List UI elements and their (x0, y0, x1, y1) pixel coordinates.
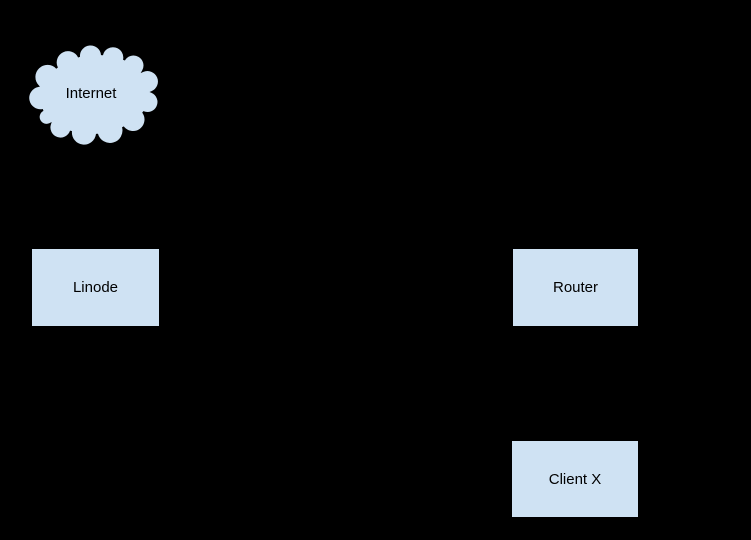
linode-node-label: Linode (72, 279, 119, 296)
linode-node: Linode (31, 248, 160, 327)
client-x-node-label: Client X (548, 470, 602, 488)
internet-cloud-node: Internet (26, 41, 164, 149)
router-node-label: Router (552, 279, 599, 296)
cloud-icon (27, 43, 160, 147)
internet-node-label: Internet (65, 84, 117, 102)
router-node: Router (512, 248, 639, 327)
client-x-node: Client X (511, 440, 639, 518)
